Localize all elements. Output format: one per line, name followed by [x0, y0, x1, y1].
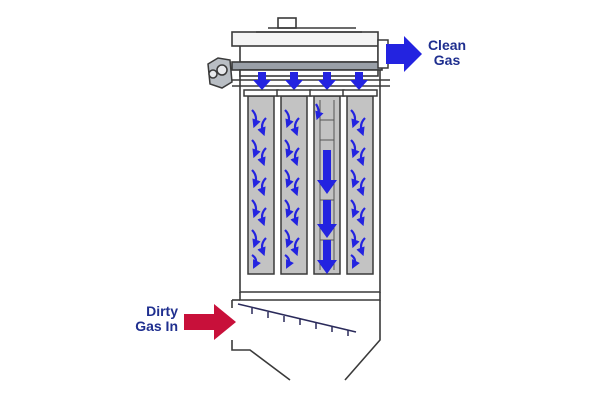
pulse-clean-arrows [317, 150, 337, 274]
dirty-gas-label: Dirty Gas In [120, 304, 178, 334]
inlet-baffle [237, 303, 357, 336]
clean-gas-outlet [377, 36, 422, 72]
dirty-gas-label-line1: Dirty [146, 303, 178, 319]
pulse-valve [207, 57, 233, 89]
dirty-gas-inlet [184, 304, 236, 340]
filter-bag [247, 95, 275, 275]
hopper [231, 292, 381, 381]
clean-gas-label-line2: Gas [433, 52, 461, 68]
dirty-gas-label-line2: Gas In [135, 318, 178, 334]
clean-gas-label: Clean Gas [421, 38, 473, 68]
pulse-down-arrows [253, 72, 368, 90]
clean-gas-label-line1: Clean [427, 37, 467, 53]
inflow-arrows [251, 103, 366, 269]
lid-handle [256, 17, 362, 33]
